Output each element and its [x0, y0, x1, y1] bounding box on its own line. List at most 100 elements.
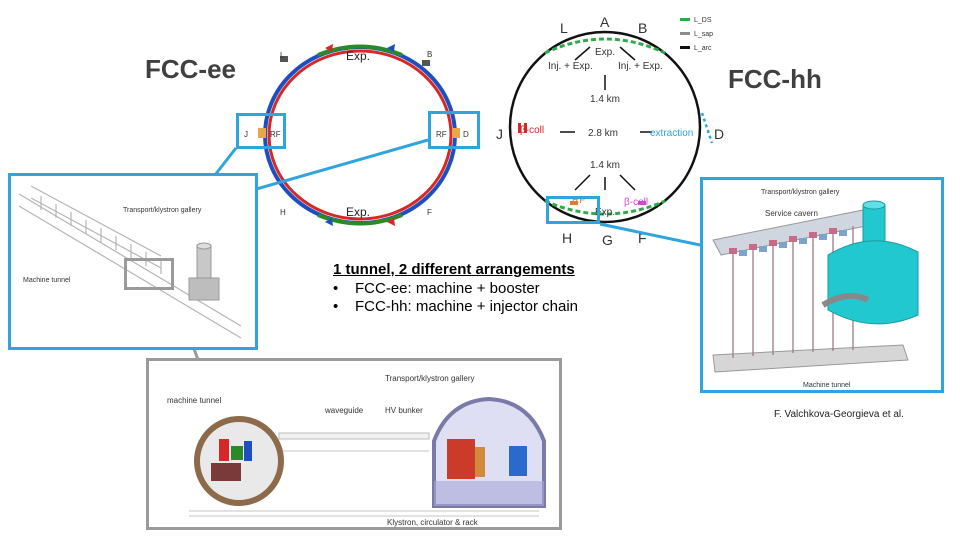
hh-legend-arc: L_arc: [694, 45, 712, 52]
ee-rf-marker-left: [258, 128, 266, 138]
cross-section-magnet-1: [219, 439, 229, 461]
hh-beta-coll-right: β-coll: [624, 197, 648, 208]
hh-collimator-j-1: [518, 123, 521, 133]
hh-point-d: D: [714, 126, 724, 142]
hh-inj-right: Inj. + Exp.: [618, 61, 663, 72]
cross-section-equipment: [211, 463, 241, 481]
cross-section-waveguide-label: waveguide: [324, 406, 364, 415]
hh-legend-swatch-sap: [680, 32, 690, 35]
cross-section-gallery: [432, 396, 546, 508]
left-tunnel-drawing: Transport/klystron gallery Machine tunne…: [18, 185, 242, 339]
cross-section-gallery-label: Transport/klystron gallery: [385, 374, 475, 383]
hh-arrow-inj-left: [574, 46, 591, 61]
connector-hh: [599, 222, 701, 247]
cross-section-machine-tunnel: [194, 416, 284, 506]
hh-collimator-j-2: [524, 123, 527, 133]
hh-dist-mid: 2.8 km: [588, 128, 618, 139]
right-drawing-cavern-label: Service cavern: [765, 209, 818, 218]
left-drawing-shaft-top: [196, 242, 212, 250]
caption-bullet-hh: FCC-hh: machine + injector chain: [333, 298, 578, 315]
left-drawing-cavern: [188, 277, 220, 301]
ee-ring-green-top: [317, 44, 403, 57]
cross-section-waveguide: [278, 432, 430, 440]
ee-ring-green-bottom: [317, 213, 403, 226]
ee-label-f: F: [427, 208, 432, 217]
caption-bullet-ee: FCC-ee: machine + booster: [333, 280, 578, 297]
ee-arrow-top-left: [325, 44, 333, 52]
hh-rf-label: RF: [572, 195, 585, 206]
ee-label-d: D: [463, 130, 469, 139]
hh-legend-swatch-arc: [680, 46, 690, 49]
right-tunnel-drawing-frame: Transport/klystron gallery Service caver…: [700, 177, 944, 393]
right-drawing-service-cavern: [827, 240, 919, 325]
right-drawing-shaft-top: [862, 200, 886, 210]
hh-point-l: L: [560, 20, 568, 36]
hh-point-g: G: [602, 232, 613, 248]
hh-exp-bottom: Exp.: [595, 207, 615, 218]
hh-beta-coll-marker: [638, 201, 646, 205]
ee-exp-top-label: Exp.: [346, 49, 370, 63]
hh-point-h: H: [562, 230, 572, 246]
ee-ring-red: [267, 49, 453, 221]
right-tunnel-drawing: Transport/klystron gallery Service caver…: [712, 189, 919, 389]
hh-ring: [508, 30, 702, 224]
cross-section-machine-tunnel-label: machine tunnel: [167, 396, 221, 405]
ee-label-j: J: [244, 130, 248, 139]
ee-arrow-top-right: [387, 44, 395, 52]
hh-point-f: F: [638, 230, 647, 246]
cross-section-drawing: Transport/klystron gallery machine tunne…: [167, 374, 546, 527]
right-drawing-shaft: [862, 204, 886, 246]
fcc-hh-title: FCC-hh: [728, 64, 822, 94]
hh-inj-left: Inj. + Exp.: [548, 61, 593, 72]
right-drawing-gallery-label: Transport/klystron gallery: [761, 189, 840, 196]
cross-section-rack: [509, 446, 527, 476]
left-drawing-gallery-label: Transport/klystron gallery: [123, 207, 202, 214]
cross-section-klystron: [475, 447, 485, 477]
hh-arrow-bottom-right: [619, 174, 636, 191]
right-drawing-duct: [821, 293, 870, 308]
hh-legend-ds: L_DS: [694, 17, 712, 24]
fcc-hh-ring-diagram: A B L J D H G F L_DS L_sap L_arc Exp. In…: [496, 14, 724, 248]
ee-label-l: L: [280, 51, 285, 60]
ee-exp-bottom-label: Exp.: [346, 205, 370, 219]
hh-exp-top: Exp.: [595, 47, 615, 58]
hh-extraction-line: [700, 112, 714, 144]
left-drawing-tunnel-label: Machine tunnel: [23, 277, 71, 284]
hh-dist-bottom: 1.4 km: [590, 160, 620, 171]
right-drawing-tunnel-label: Machine tunnel: [803, 382, 851, 389]
hh-arrow-bottom-left: [574, 174, 591, 191]
cross-section-klystron-label: Klystron, circulator & rack: [387, 518, 479, 527]
caption: 1 tunnel, 2 different arrangements FCC-e…: [333, 261, 578, 316]
ee-arrow-bottom-right: [387, 218, 395, 226]
hh-arrow-inj-right: [619, 46, 636, 61]
hh-point-b: B: [638, 20, 647, 36]
cross-section-frame: Transport/klystron gallery machine tunne…: [146, 358, 562, 530]
hh-point-j: J: [496, 126, 503, 142]
ee-rf-right-label: RF: [436, 130, 447, 139]
hh-rf-marker: [570, 201, 578, 205]
hh-point-a: A: [600, 14, 610, 30]
ee-label-b: B: [427, 50, 432, 59]
fcc-ee-title: FCC-ee: [145, 54, 237, 84]
cross-section-hv-bunker: [447, 439, 475, 479]
credit: F. Valchkova-Georgieva et al.: [774, 409, 904, 420]
ee-ip-marker-b: [422, 60, 430, 66]
ee-rf-marker-right: [452, 128, 460, 138]
ee-ip-marker-l: [280, 56, 288, 62]
connector-ee-right: [252, 138, 429, 192]
cross-section-hv-bunker-label: HV bunker: [385, 406, 423, 415]
fcc-ee-ring-diagram: L B J D H F Exp. Exp. RF RF: [244, 44, 469, 226]
left-drawing-shaft: [196, 245, 212, 282]
left-tunnel-drawing-frame: Transport/klystron gallery Machine tunne…: [8, 173, 258, 350]
caption-bullets: FCC-ee: machine + booster FCC-hh: machin…: [333, 280, 578, 315]
hh-rf-highlight: [546, 196, 600, 224]
cross-section-magnet-2: [231, 446, 243, 460]
ee-label-h: H: [280, 208, 286, 217]
hh-legend-swatch-ds: [680, 18, 690, 21]
ee-rf-left-label: RF: [270, 130, 281, 139]
cross-section-floor: [434, 481, 544, 506]
right-drawing-machine-tunnel: [712, 344, 909, 373]
cross-section-magnet-3: [244, 441, 252, 461]
hh-extraction-label: extraction: [650, 128, 693, 139]
